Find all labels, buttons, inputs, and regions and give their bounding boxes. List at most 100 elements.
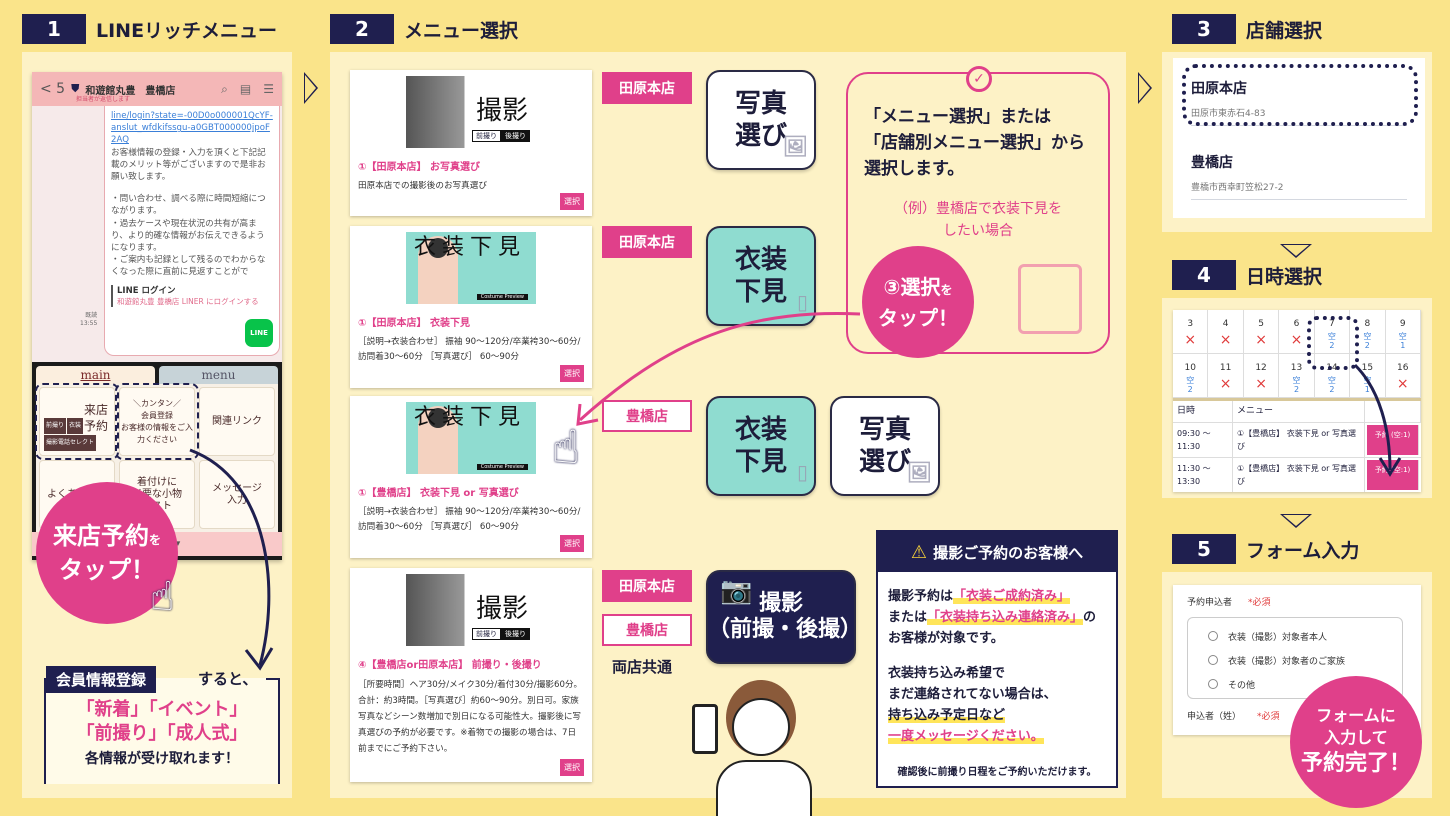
chat-bullet: ・過去ケースや現在状況の共有が高まり、より的確な情報がお伝えできるようになります… [111,218,265,254]
chat-bubble: line/login?state=-00D0o000001QcYF-anslut… [104,106,280,356]
photo-shoot-image: 撮影 前撮り後撮り [406,76,536,148]
menu-card: 撮影 前撮り後撮り ④【豊橋店or田原本店】 前撮り・後撮り ［所要時間］ヘア3… [350,568,592,782]
step-arrow-right [304,72,318,104]
callout-main: ③選択 [883,274,941,299]
member-info-tag: 会員情報登録 [46,666,157,693]
reserve-button[interactable]: 予約 (空:1) [1367,425,1419,455]
line-login-card[interactable]: LINE ログイン 和遊館丸豊 豊橋店 LINER にログインする [111,284,273,307]
select-button[interactable]: 選択 [560,193,584,210]
tap-reservation-callout: 来店予約を タップ！ [36,482,178,624]
image-tag: 前撮り [472,130,501,142]
radio-option[interactable]: 衣装（撮影）対象者本人 [1208,624,1382,648]
rich-cell-message[interactable]: メッセージ 入力 [199,460,275,529]
radio-circle-icon[interactable] [1208,631,1218,641]
store-tag-tahara: 田原本店 [602,72,692,104]
slot-menu: ①【豊橋店】 衣装下見 or 写真選び [1233,458,1365,492]
radio-label: 衣装（撮影）対象者本人 [1228,632,1328,643]
select-button[interactable]: 選択 [560,365,584,382]
callout-suffix: を [148,533,161,547]
step-title: メニュー選択 [404,19,519,42]
radio-circle-icon[interactable] [1208,679,1218,689]
radio-circle-icon[interactable] [1208,655,1218,665]
photo-shoot-image: 撮影 前撮り後撮り [406,574,536,646]
column-header [1365,401,1421,422]
calendar-day: 6× [1279,310,1315,354]
step-title: 店舗選択 [1246,19,1323,42]
store-tag-toyohashi: 豊橋店 [602,614,692,646]
field-label: 申込者（姓）*必須 [1187,712,1280,722]
radio-option[interactable]: 衣装（撮影）対象者のご家族 [1208,648,1382,672]
rich-tab-main[interactable]: main [36,366,155,384]
store-name: 田原本店 [1191,81,1247,97]
example-line: したい場合 [943,223,1013,239]
kimono-icon: ▯ [796,290,808,314]
calendar-day: 16× [1385,354,1421,398]
menu-card-desc: 田原本店での撮影後のお写真選び [358,181,487,191]
checkmark-icon: ✓ [966,66,992,92]
example-text: （例）豊橋店で衣装下見を したい場合 [848,198,1108,242]
menu-card: 衣装下見 Costume Preview ①【田原本店】 衣装下見 ［説明→衣装… [350,226,592,388]
calendar-day: 12× [1243,354,1280,398]
required-mark: *必須 [1248,598,1271,608]
menu-card-title: ①【田原本店】 衣装下見 [358,318,470,329]
notice-title: 撮影ご予約のお客様へ [933,543,1084,562]
kimono-icon [1018,264,1082,334]
rich-cell-reservation[interactable]: 来店 予約 前撮り 衣装 撮影電話セレクト [35,383,119,460]
calendar-day: 5× [1243,310,1280,354]
time-slot-table: 日時 メニュー 09:30 〜 11:30 ①【豊橋店】 衣装下見 or 写真選… [1173,398,1421,492]
image-subtitle: Costume Preview [476,294,528,300]
line-chat-header: < 5 ⛊ 和遊館丸豊 豊橋店 担当者が返信します ⌕ ▤ ☰ [32,72,282,106]
select-button[interactable]: 選択 [560,535,584,552]
menu-card-desc: ［所要時間］ヘア30分/メイク30分/着付30分/撮影60分。合計：約3時間。［… [358,680,583,754]
cell-tag: 衣装 [67,418,84,434]
line-phone-screen: < 5 ⛊ 和遊館丸豊 豊橋店 担当者が返信します ⌕ ▤ ☰ line/log… [32,72,282,560]
applicant-radio-group: 衣装（撮影）対象者本人 衣装（撮影）対象者のご家族 その他 [1187,617,1403,699]
instruction-line: 選択します。 [864,159,965,179]
step-title: LINEリッチメニュー [96,19,278,42]
time-label: 13:55 [80,320,98,327]
select-button[interactable]: 選択 [560,759,584,776]
rich-cell-member-register[interactable]: ＼カンタン／ 会員登録 お客様の情報をご入力ください [115,383,199,460]
instruction-text: 「メニュー選択」または 「店舗別メニュー選択」から 選択します。 [864,104,1085,182]
hand-pointer-icon: ☝ [150,574,175,620]
rich-tab-menu[interactable]: menu [159,366,278,384]
radio-option[interactable]: その他 [1208,672,1382,696]
callout-main: 来店予約 [52,522,149,550]
menu-icon[interactable]: ☰ [263,81,274,96]
model-illustration [418,236,458,304]
notice-text: まだ連絡されてない場合は、 [888,687,1057,702]
tile-label: 衣装 下見 [734,415,787,477]
image-tag: 後撮り [501,628,530,640]
store-item[interactable]: 豊橋店 豊橋市西幸町笠松27-2 [1191,152,1407,200]
notes-icon[interactable]: ▤ [239,81,252,96]
store-list: 田原本店 田原市東赤石4-83 豊橋店 豊橋市西幸町笠松27-2 [1173,58,1425,218]
menu-card-title: ④【豊橋店or田原本店】 前撮り・後撮り [358,660,542,671]
step1-header: 1 LINEリッチメニュー [22,14,277,44]
back-button[interactable]: < 5 [40,81,66,97]
tile-photo-select: 写真 選び🖼 [830,396,940,496]
cell-label: ＼カンタン／ 会員登録 お客様の情報をご入力ください [121,398,193,444]
search-icon[interactable]: ⌕ [221,81,228,96]
required-mark: *必須 [1257,712,1280,722]
callout-action: タップ！ [878,305,958,330]
notice-footer: 確認後に前撮り日程をご予約いただけます。 [897,767,1097,778]
step-arrow-right [1138,72,1152,104]
image-title: 撮影 [475,594,528,624]
member-info-box [44,678,280,784]
instruction-line: 「メニュー選択」または [864,107,1051,127]
menu-card: 衣装下見 Costume Preview ①【豊橋店】 衣装下見 or 写真選び… [350,396,592,558]
chat-link[interactable]: line/login?state=-00D0o000001QcYF-anslut… [111,111,273,146]
calendar-day: 4× [1208,310,1244,354]
menu-card-desc: ［説明→衣装合わせ］ 振袖 90〜120分/卒業袴30〜60分/訪問着30〜60… [358,337,581,362]
rich-cell-links[interactable]: 関連リンク [199,387,275,456]
column-header: 日時 [1173,401,1233,422]
image-subtitle: Costume Preview [476,464,528,470]
login-title: LINE ログイン [117,285,176,296]
tile-label: 写真 選び [734,89,787,151]
